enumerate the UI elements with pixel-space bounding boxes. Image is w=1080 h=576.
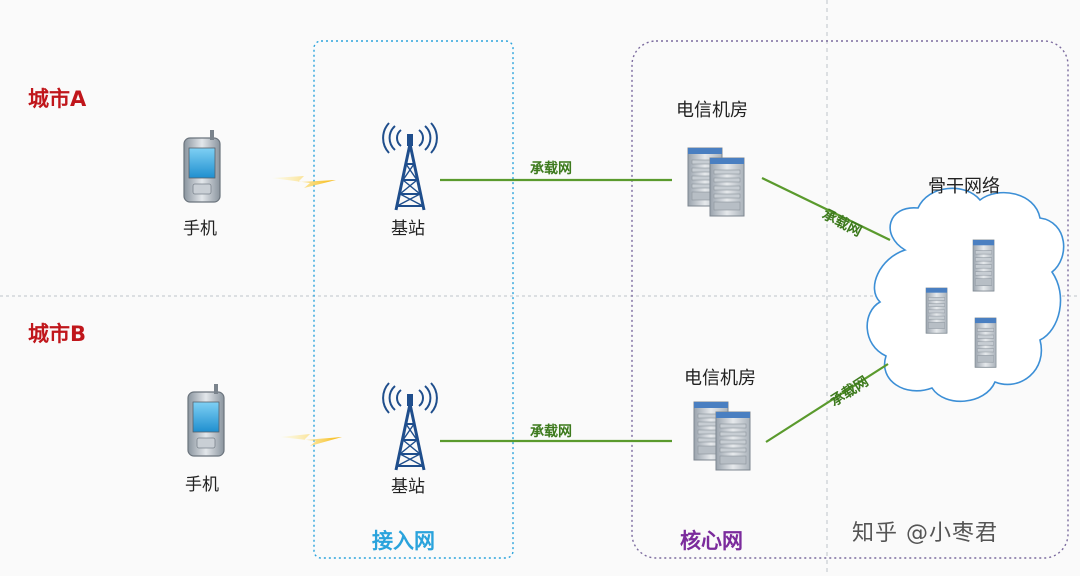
backbone-label: 骨干网络 bbox=[928, 176, 1000, 197]
backbone-link-b bbox=[765, 363, 889, 443]
phone-icon-b bbox=[187, 383, 225, 457]
telecom-room-label-b: 电信机房 bbox=[684, 368, 756, 389]
wireless-bolt-a bbox=[272, 176, 336, 188]
backbone-server-icon-3 bbox=[974, 317, 997, 368]
city-a-label: 城市A bbox=[28, 87, 87, 111]
phone-icon-a bbox=[183, 129, 221, 203]
base-station-icon-b bbox=[381, 381, 439, 472]
watermark: 知乎 @小枣君 bbox=[852, 521, 998, 546]
backbone-server-icon-2 bbox=[972, 239, 995, 292]
telecom-room-label-a: 电信机房 bbox=[676, 100, 748, 121]
backbone-link-a bbox=[761, 177, 891, 241]
telecom-room-server-icon-b2 bbox=[715, 411, 751, 471]
city-b-label: 城市B bbox=[28, 322, 87, 346]
base-station-icon-a bbox=[381, 121, 439, 212]
backbone-cloud bbox=[866, 187, 1065, 402]
access-network-label: 接入网 bbox=[372, 529, 435, 553]
core-network-label: 核心网 bbox=[680, 529, 743, 553]
wireless-bolt-b bbox=[280, 434, 342, 446]
phone-label-a: 手机 bbox=[183, 219, 217, 239]
bearer-net-label-b: 承载网 bbox=[530, 424, 572, 440]
bearer-net-label-a: 承载网 bbox=[530, 161, 572, 177]
phone-label-b: 手机 bbox=[185, 475, 219, 495]
telecom-room-server-icon-a2 bbox=[709, 157, 745, 217]
core-network-zone bbox=[631, 40, 1069, 559]
base-station-label-b: 基站 bbox=[391, 477, 425, 497]
backbone-server-icon-1 bbox=[925, 287, 948, 334]
base-station-label-a: 基站 bbox=[391, 219, 425, 239]
